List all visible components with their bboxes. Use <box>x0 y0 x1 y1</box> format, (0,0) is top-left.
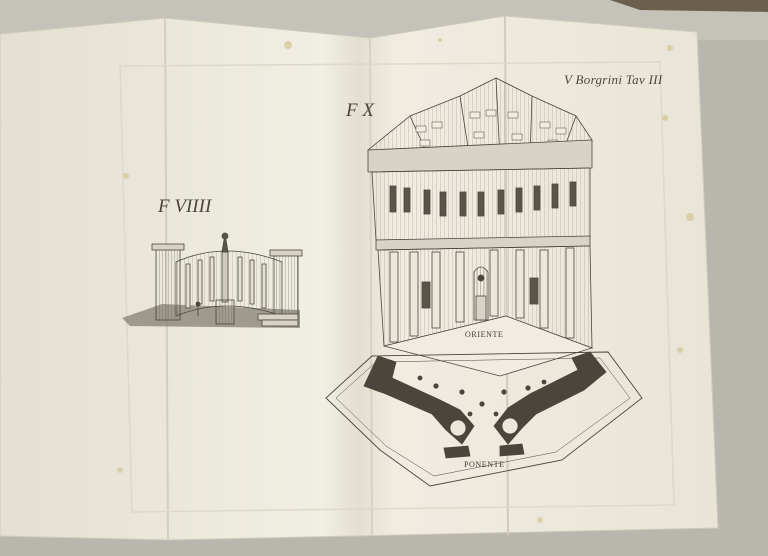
east-orientation-label: ORIENTE <box>465 330 504 339</box>
fold-line-middle <box>369 37 373 536</box>
foxing-spots <box>117 38 694 523</box>
figure-octagonal-interior <box>325 77 643 487</box>
figure-small-label: F VIIII <box>158 196 212 217</box>
plate-mark <box>119 61 675 513</box>
figure-large-label: F X <box>346 100 374 121</box>
paper-sheet <box>0 15 719 541</box>
book-edge <box>610 0 768 12</box>
plate-header: V Borgrini Tav III <box>564 72 663 87</box>
west-orientation-label: PONENTE <box>464 460 505 469</box>
figure-colonnade <box>122 232 303 328</box>
